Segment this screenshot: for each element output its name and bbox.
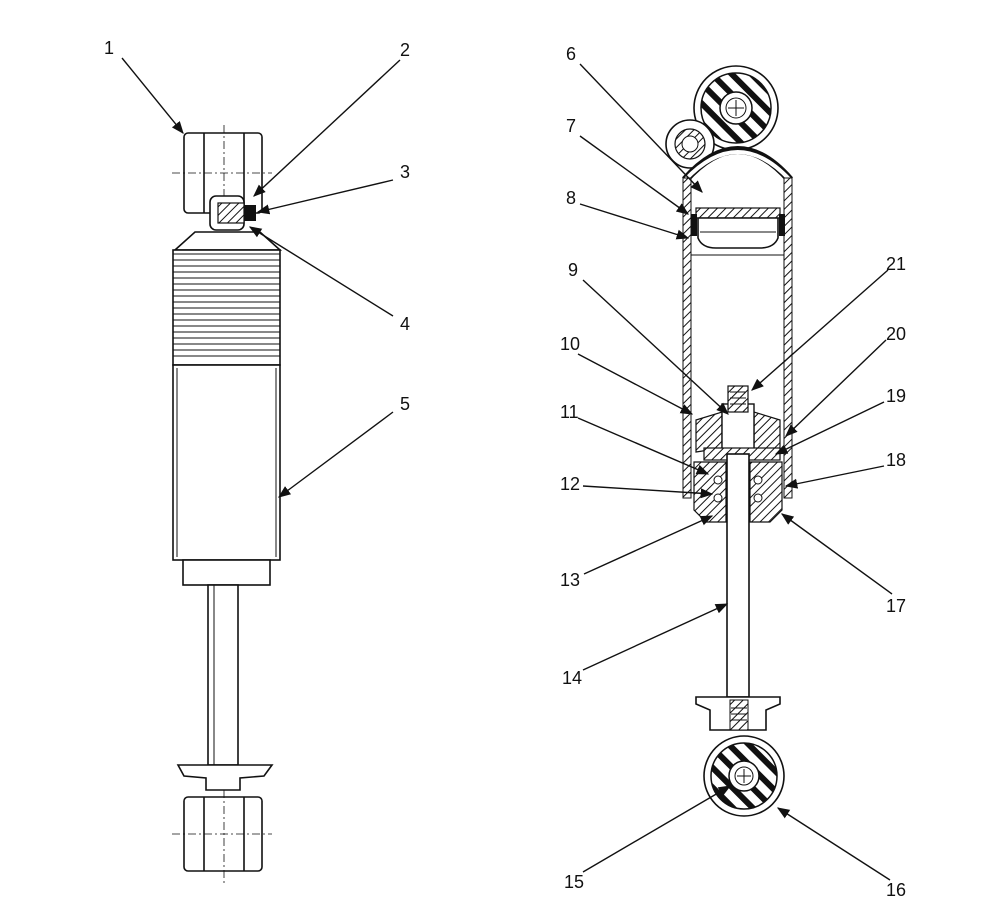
leader-lines — [121, 57, 893, 881]
callout-12: 12 — [560, 474, 580, 494]
callout-14: 14 — [562, 668, 582, 688]
main-piston — [695, 385, 781, 461]
callout-13: 13 — [560, 570, 580, 590]
leader-14 — [582, 603, 729, 671]
lower-bushing — [703, 735, 785, 817]
reservoir-tube — [172, 364, 281, 586]
leader-19 — [774, 401, 885, 455]
leader-5 — [277, 411, 394, 498]
outer-cylinder — [682, 177, 793, 499]
boot-ribs — [173, 253, 280, 357]
callout-5: 5 — [400, 394, 410, 414]
leader-20 — [785, 339, 887, 437]
callout-10: 10 — [560, 334, 580, 354]
lower-seat — [176, 764, 274, 791]
callout-8: 8 — [566, 188, 576, 208]
callout-15: 15 — [564, 872, 584, 892]
upper-bushing — [693, 65, 779, 151]
leader-9 — [582, 279, 729, 415]
callout-7: 7 — [566, 116, 576, 136]
leader-13 — [583, 515, 714, 575]
callout-11: 11 — [560, 402, 579, 422]
leader-12 — [582, 485, 714, 499]
callout-20: 20 — [886, 324, 906, 344]
callout-2: 2 — [400, 40, 410, 60]
callout-18: 18 — [886, 450, 906, 470]
callout-9: 9 — [568, 260, 578, 280]
callout-3: 3 — [400, 162, 410, 182]
callout-1: 1 — [104, 38, 114, 58]
cross-section-view — [665, 65, 794, 817]
callout-labels: 1 2 3 4 5 6 7 8 9 10 11 12 13 14 15 16 1… — [104, 38, 906, 900]
piston-rod — [726, 453, 750, 698]
callout-19: 19 — [886, 386, 906, 406]
floating-piston — [691, 207, 785, 249]
external-view — [172, 125, 283, 885]
leader-11 — [577, 417, 710, 475]
leader-4 — [248, 226, 394, 317]
leader-10 — [577, 353, 694, 415]
leader-2 — [253, 59, 401, 197]
leader-16 — [776, 807, 891, 881]
callout-16: 16 — [886, 880, 906, 900]
leader-1 — [121, 57, 184, 134]
callout-17: 17 — [886, 596, 906, 616]
air-fitting — [665, 119, 715, 169]
upper-mounting-eye — [172, 125, 272, 230]
lower-spring-seat — [695, 696, 781, 731]
lower-mounting-eye — [172, 790, 272, 885]
mounting-bolt — [209, 195, 256, 231]
leader-7 — [579, 135, 690, 215]
callout-21: 21 — [886, 254, 906, 274]
leader-3 — [256, 179, 394, 215]
leader-8 — [579, 203, 690, 240]
leader-21 — [751, 269, 889, 391]
leader-6 — [579, 63, 703, 193]
callout-6: 6 — [566, 44, 576, 64]
piston-rod-external — [207, 584, 239, 766]
leader-15 — [582, 785, 732, 873]
leader-17 — [780, 513, 893, 595]
callout-4: 4 — [400, 314, 410, 334]
leader-18 — [784, 465, 885, 489]
